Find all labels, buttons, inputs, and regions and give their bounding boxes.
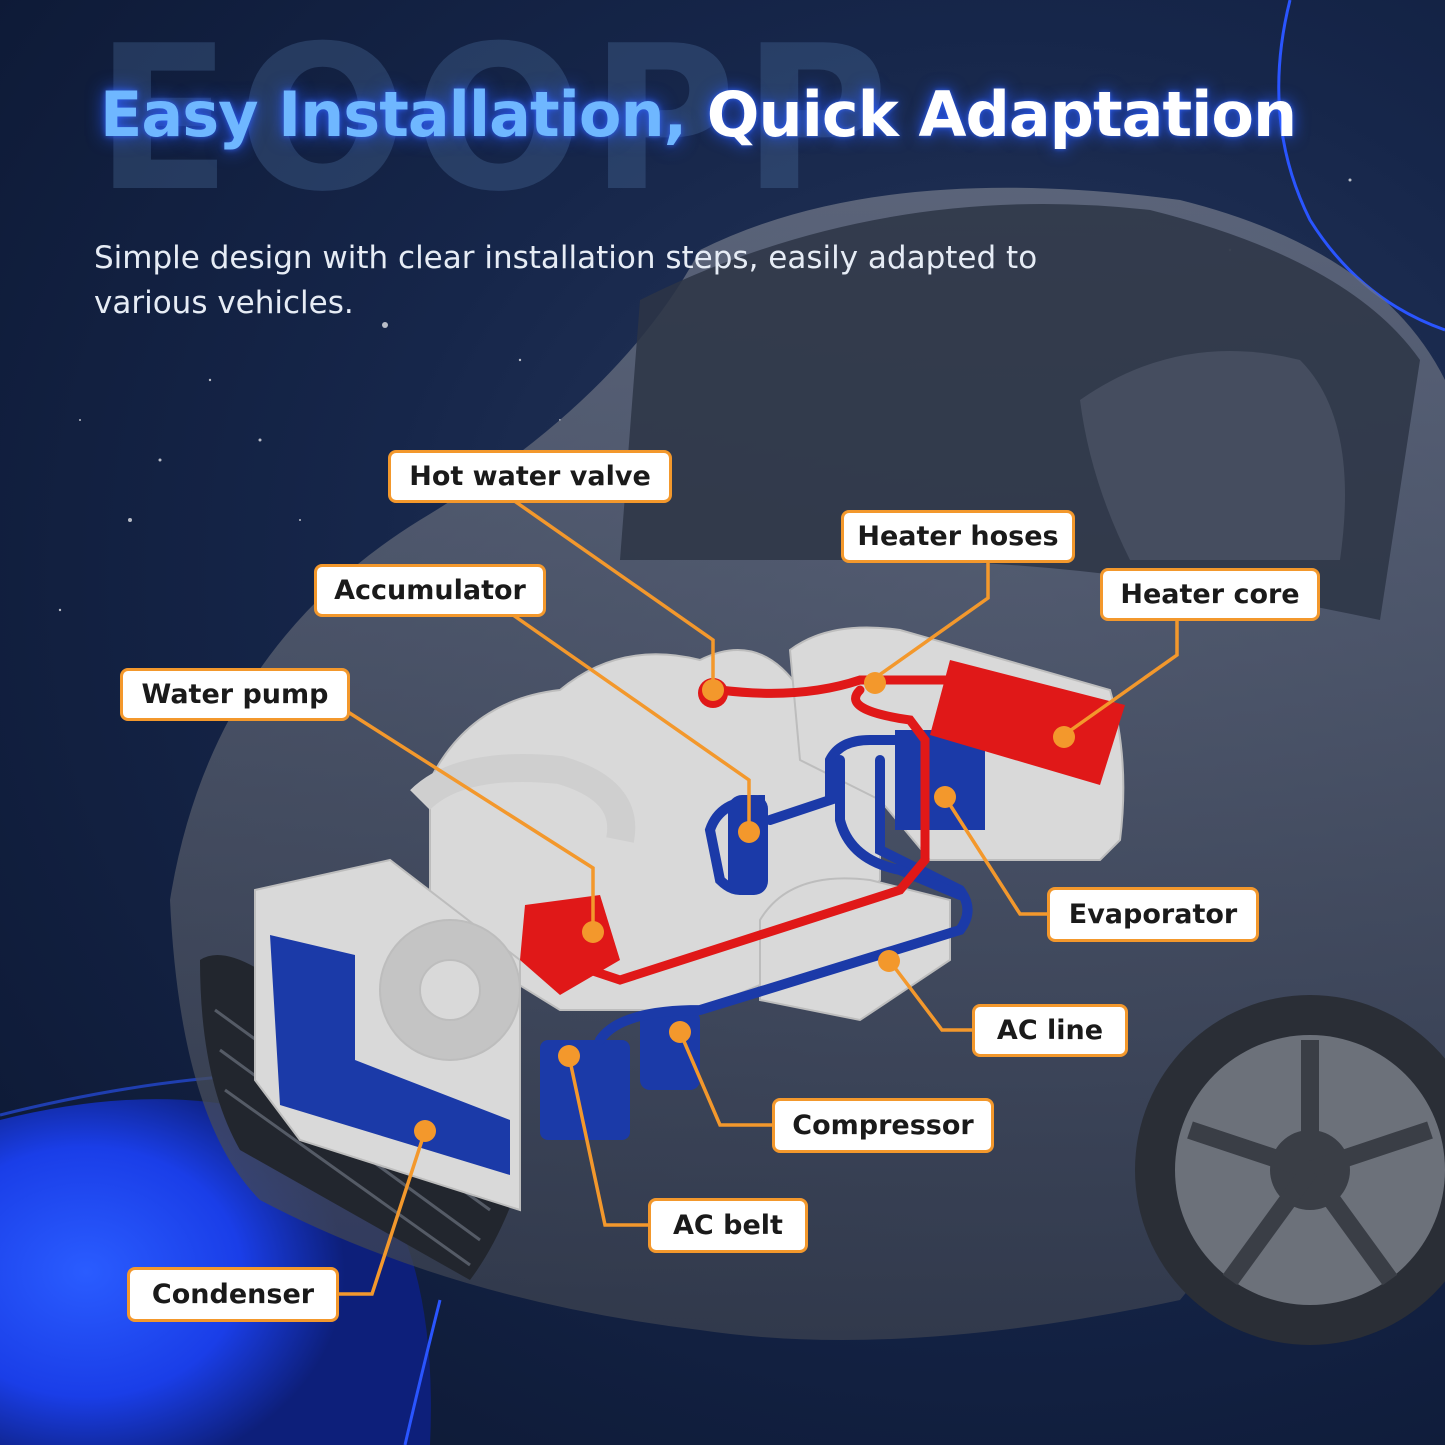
title-part-1: Easy Installation, xyxy=(100,78,687,151)
label-compressor: Compressor xyxy=(772,1098,994,1153)
callout-markers xyxy=(414,672,1075,1142)
accumulator-shape xyxy=(728,795,768,895)
heater-core-shape xyxy=(930,660,1125,785)
label-ac-line: AC line xyxy=(972,1004,1128,1057)
title-part-2: Quick Adaptation xyxy=(706,78,1297,151)
water-pump-shape xyxy=(520,895,620,995)
label-heater-core: Heater core xyxy=(1100,568,1320,621)
label-hot-water-valve: Hot water valve xyxy=(388,450,672,503)
callout-leader-lines xyxy=(338,498,1179,1296)
label-water-pump: Water pump xyxy=(120,668,350,721)
subtitle-text: Simple design with clear installation st… xyxy=(94,240,1038,321)
label-ac-belt: AC belt xyxy=(648,1198,808,1253)
heater-lines-red xyxy=(555,675,965,985)
label-evaporator: Evaporator xyxy=(1047,887,1259,942)
star-field xyxy=(58,178,1352,612)
label-accumulator: Accumulator xyxy=(314,564,546,617)
blue-arc-line-right xyxy=(1277,0,1445,332)
label-heater-hoses: Heater hoses xyxy=(841,510,1075,563)
blue-arc-line-bottom xyxy=(403,1299,442,1445)
page-title: Easy Installation, Quick Adaptation xyxy=(100,78,1297,151)
label-condenser: Condenser xyxy=(127,1267,339,1322)
ac-lines-blue xyxy=(595,735,973,1045)
brand-watermark: EOOPP xyxy=(95,3,895,236)
